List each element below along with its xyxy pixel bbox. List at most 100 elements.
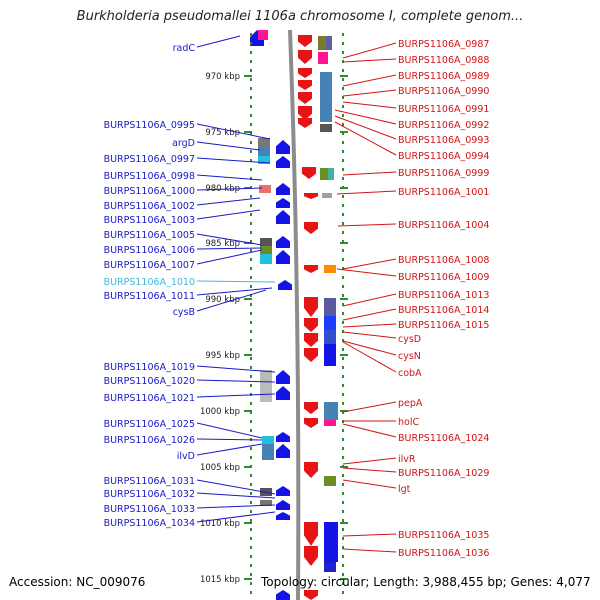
gene-homology-block [260,370,272,402]
scale-dot [250,447,252,450]
reverse-gene-arrow [304,348,318,362]
reverse-gene-leader [342,171,397,176]
reverse-gene-arrow [298,80,312,90]
forward-gene-leader [196,438,263,441]
scale-dot [342,537,344,540]
scale-dot [250,177,252,180]
scale-dot [250,312,252,315]
reverse-gene-labels: BURPS1106A_0987BURPS1106A_0988BURPS1106A… [334,39,489,559]
scale-dot [250,348,252,351]
reverse-gene-leader [342,323,397,328]
scale-dot [342,555,344,558]
reverse-gene-leader [342,101,397,109]
forward-gene-label: BURPS1106A_1011 [104,291,195,302]
scale-major-tick [244,410,252,412]
forward-gene-leader [196,393,276,398]
forward-gene-leader [196,379,276,383]
scale-dot [250,285,252,288]
reverse-gene-leader [334,115,397,140]
reverse-gene-label: BURPS1106A_1013 [398,290,489,301]
scale-major-tick [244,354,252,356]
reverse-gene-label: lgt [398,484,411,495]
scale-dot [342,357,344,360]
reverse-gene-label: BURPS1106A_1035 [398,530,489,541]
scale-dot [342,402,344,405]
reverse-gene-arrow [298,50,312,64]
gene-homology-block [328,168,334,180]
accession-text: Accession: NC_009076 [9,575,146,589]
scale-dot [250,231,252,234]
scale-dot [250,195,252,198]
forward-gene-leader [196,504,276,509]
scale-dot [250,474,252,477]
scale-dot [250,573,252,576]
reverse-gene-label: BURPS1106A_1004 [398,220,489,231]
reverse-gene-label: BURPS1106A_0993 [398,135,489,146]
gene-homology-block [324,344,336,366]
scale-dot [250,519,252,522]
scale-dot [342,591,344,594]
forward-gene-label: BURPS1106A_1031 [104,476,195,487]
forward-gene-leader [196,247,263,250]
forward-gene-arrow [276,250,290,264]
scale-dot [342,438,344,441]
scale-dot [250,33,252,36]
scale-dot [250,240,252,243]
scale-major-tick [340,354,348,356]
gene-homology-block [324,265,336,273]
scale-dot [342,339,344,342]
forward-gene-label: BURPS1106A_1033 [104,504,195,515]
scale-dot [342,168,344,171]
forward-gene-leader [196,157,271,164]
forward-gene-arrow [276,210,290,224]
forward-gene-arrow [276,500,290,510]
gene-homology-block [258,148,270,156]
scale-dot [250,114,252,117]
scale-dot [342,312,344,315]
reverse-gene-leader [342,293,397,307]
gene-homology-block [326,36,332,50]
gene-homology-block [324,298,336,316]
reverse-gene-label: cysN [398,351,421,362]
scale-major-tick [244,466,252,468]
reverse-gene-label: BURPS1106A_1024 [398,433,489,444]
scale-dot [342,177,344,180]
gene-homology-block [322,193,332,198]
forward-gene-arrow [276,183,290,195]
scale-dot [342,150,344,153]
reverse-gene-leader [342,74,397,87]
scale-dot [250,375,252,378]
forward-gene-arrow [276,140,290,154]
reverse-gene-leader [342,331,397,339]
scale-dot [342,501,344,504]
scale-dot [250,42,252,45]
scale-dot [250,213,252,216]
scale-dot [250,546,252,549]
reverse-gene-arrow [298,92,312,104]
reverse-gene-leader [342,533,397,537]
forward-gene-arrow [278,280,292,290]
reverse-gene-label: BURPS1106A_0991 [398,104,489,115]
reverse-gene-leader [342,467,397,473]
scale-dot [342,366,344,369]
forward-gene-label: cysB [173,307,195,318]
gene-homology-block [324,420,336,426]
scale-dot [342,51,344,54]
scale-dot [250,456,252,459]
scale-major-tick [244,522,252,524]
forward-gene-label: argD [172,138,195,149]
scale-major-tick [340,131,348,133]
reverse-gene-arrow [304,265,318,273]
reverse-gene-arrow [304,418,318,428]
reverse-gene-label: BURPS1106A_1015 [398,320,489,331]
forward-gene-arrow [276,386,290,400]
forward-gene-label: BURPS1106A_0998 [104,171,195,182]
gene-homology-block [262,444,274,460]
scale-label: 1005 kbp [200,463,240,473]
reverse-gene-arrow [298,68,312,78]
forward-gene-label: radC [173,43,196,54]
scale-dot [342,384,344,387]
scale-dot [250,60,252,63]
forward-gene-arrow [276,444,290,458]
